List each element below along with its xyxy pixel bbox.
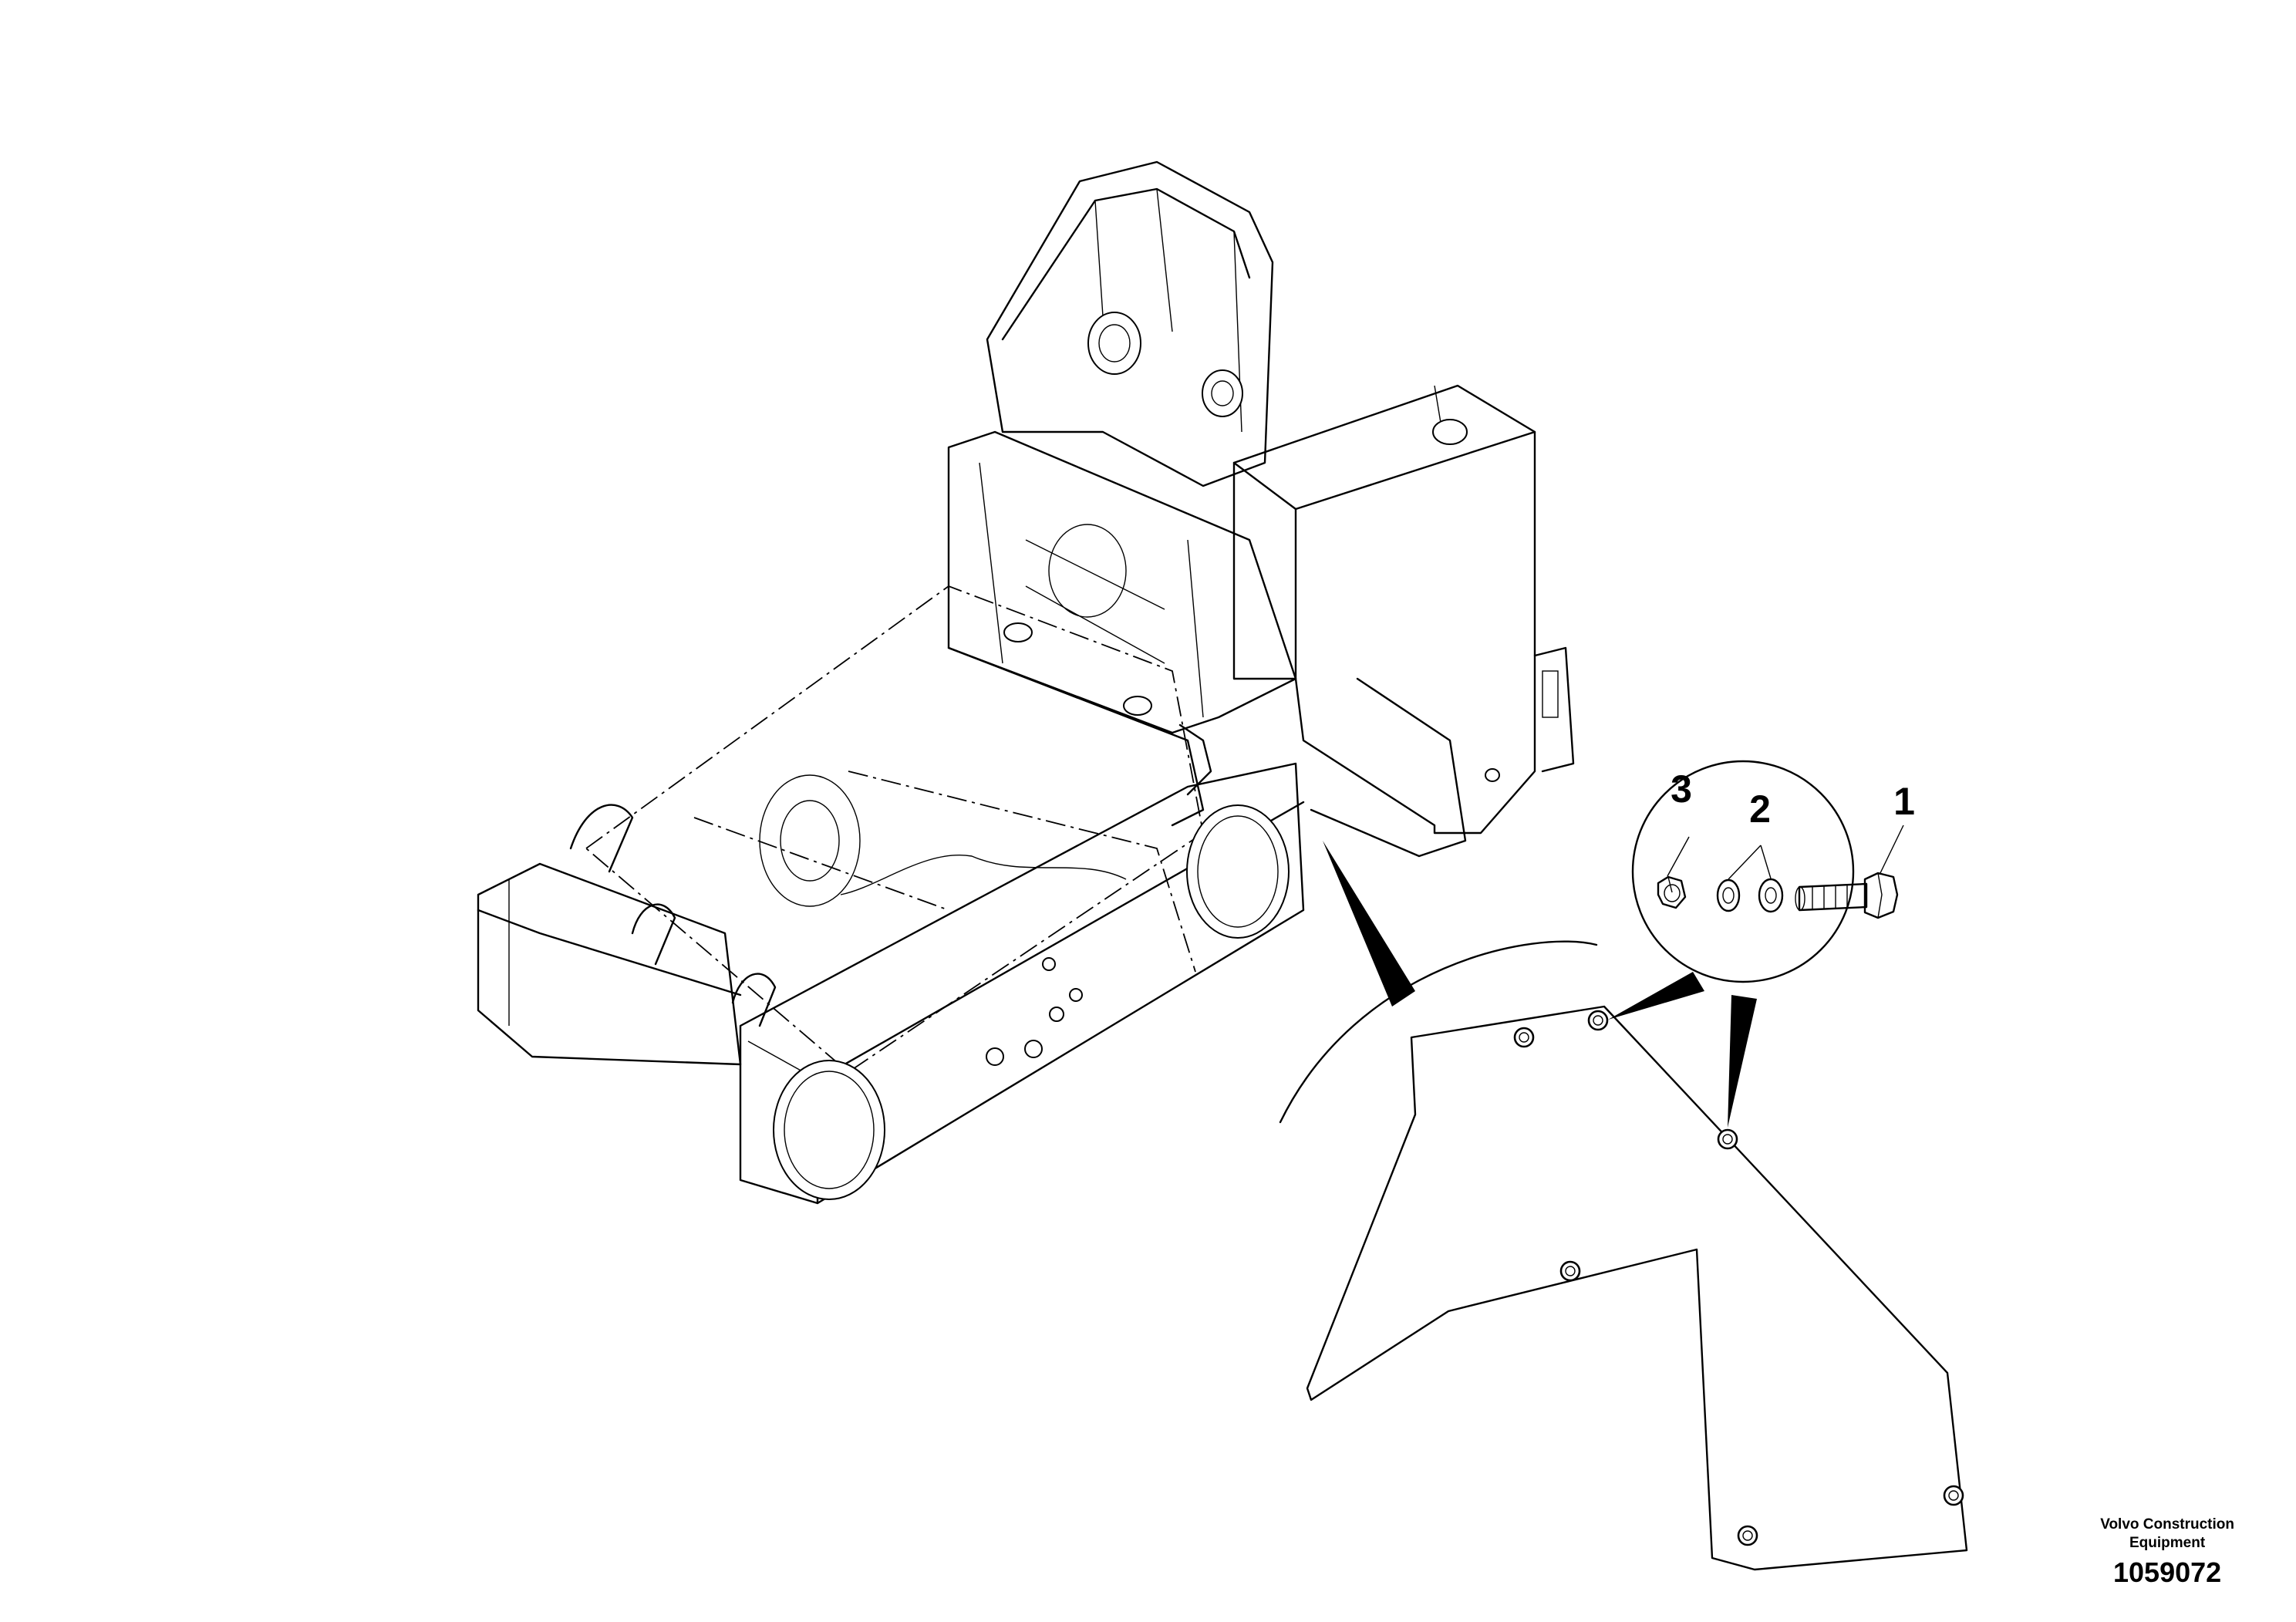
hardware-detail-circle: 3 2 1 (1631, 760, 1915, 983)
washer-parts (1716, 878, 1784, 913)
drawing-number: 1059072 (2113, 1556, 2222, 1588)
leader-1 (1879, 824, 1904, 875)
machine-frame (477, 160, 1575, 1205)
callout-2: 2 (1749, 787, 1771, 831)
callout-3: 3 (1671, 767, 1692, 811)
drawing-footer: Volvo Construction Equipment 1059072 (2100, 1516, 2234, 1590)
leader-2b (1760, 845, 1772, 879)
leader-3 (1667, 836, 1690, 877)
company-name-line1: Volvo Construction (2100, 1516, 2234, 1533)
detail-arc (1279, 940, 1598, 1124)
cover-plate (1306, 1005, 1968, 1571)
hardware-pointer-2 (1728, 995, 1757, 1128)
screw-part (1795, 872, 1899, 919)
detail-view (1279, 841, 1968, 1571)
leader-2a (1728, 845, 1762, 880)
company-name-line2: Equipment (2129, 1535, 2206, 1551)
nut-part (1657, 875, 1687, 909)
detail-pointer (1323, 841, 1415, 1007)
callout-1: 1 (1893, 780, 1915, 823)
hardware-pointer-1 (1608, 972, 1704, 1020)
